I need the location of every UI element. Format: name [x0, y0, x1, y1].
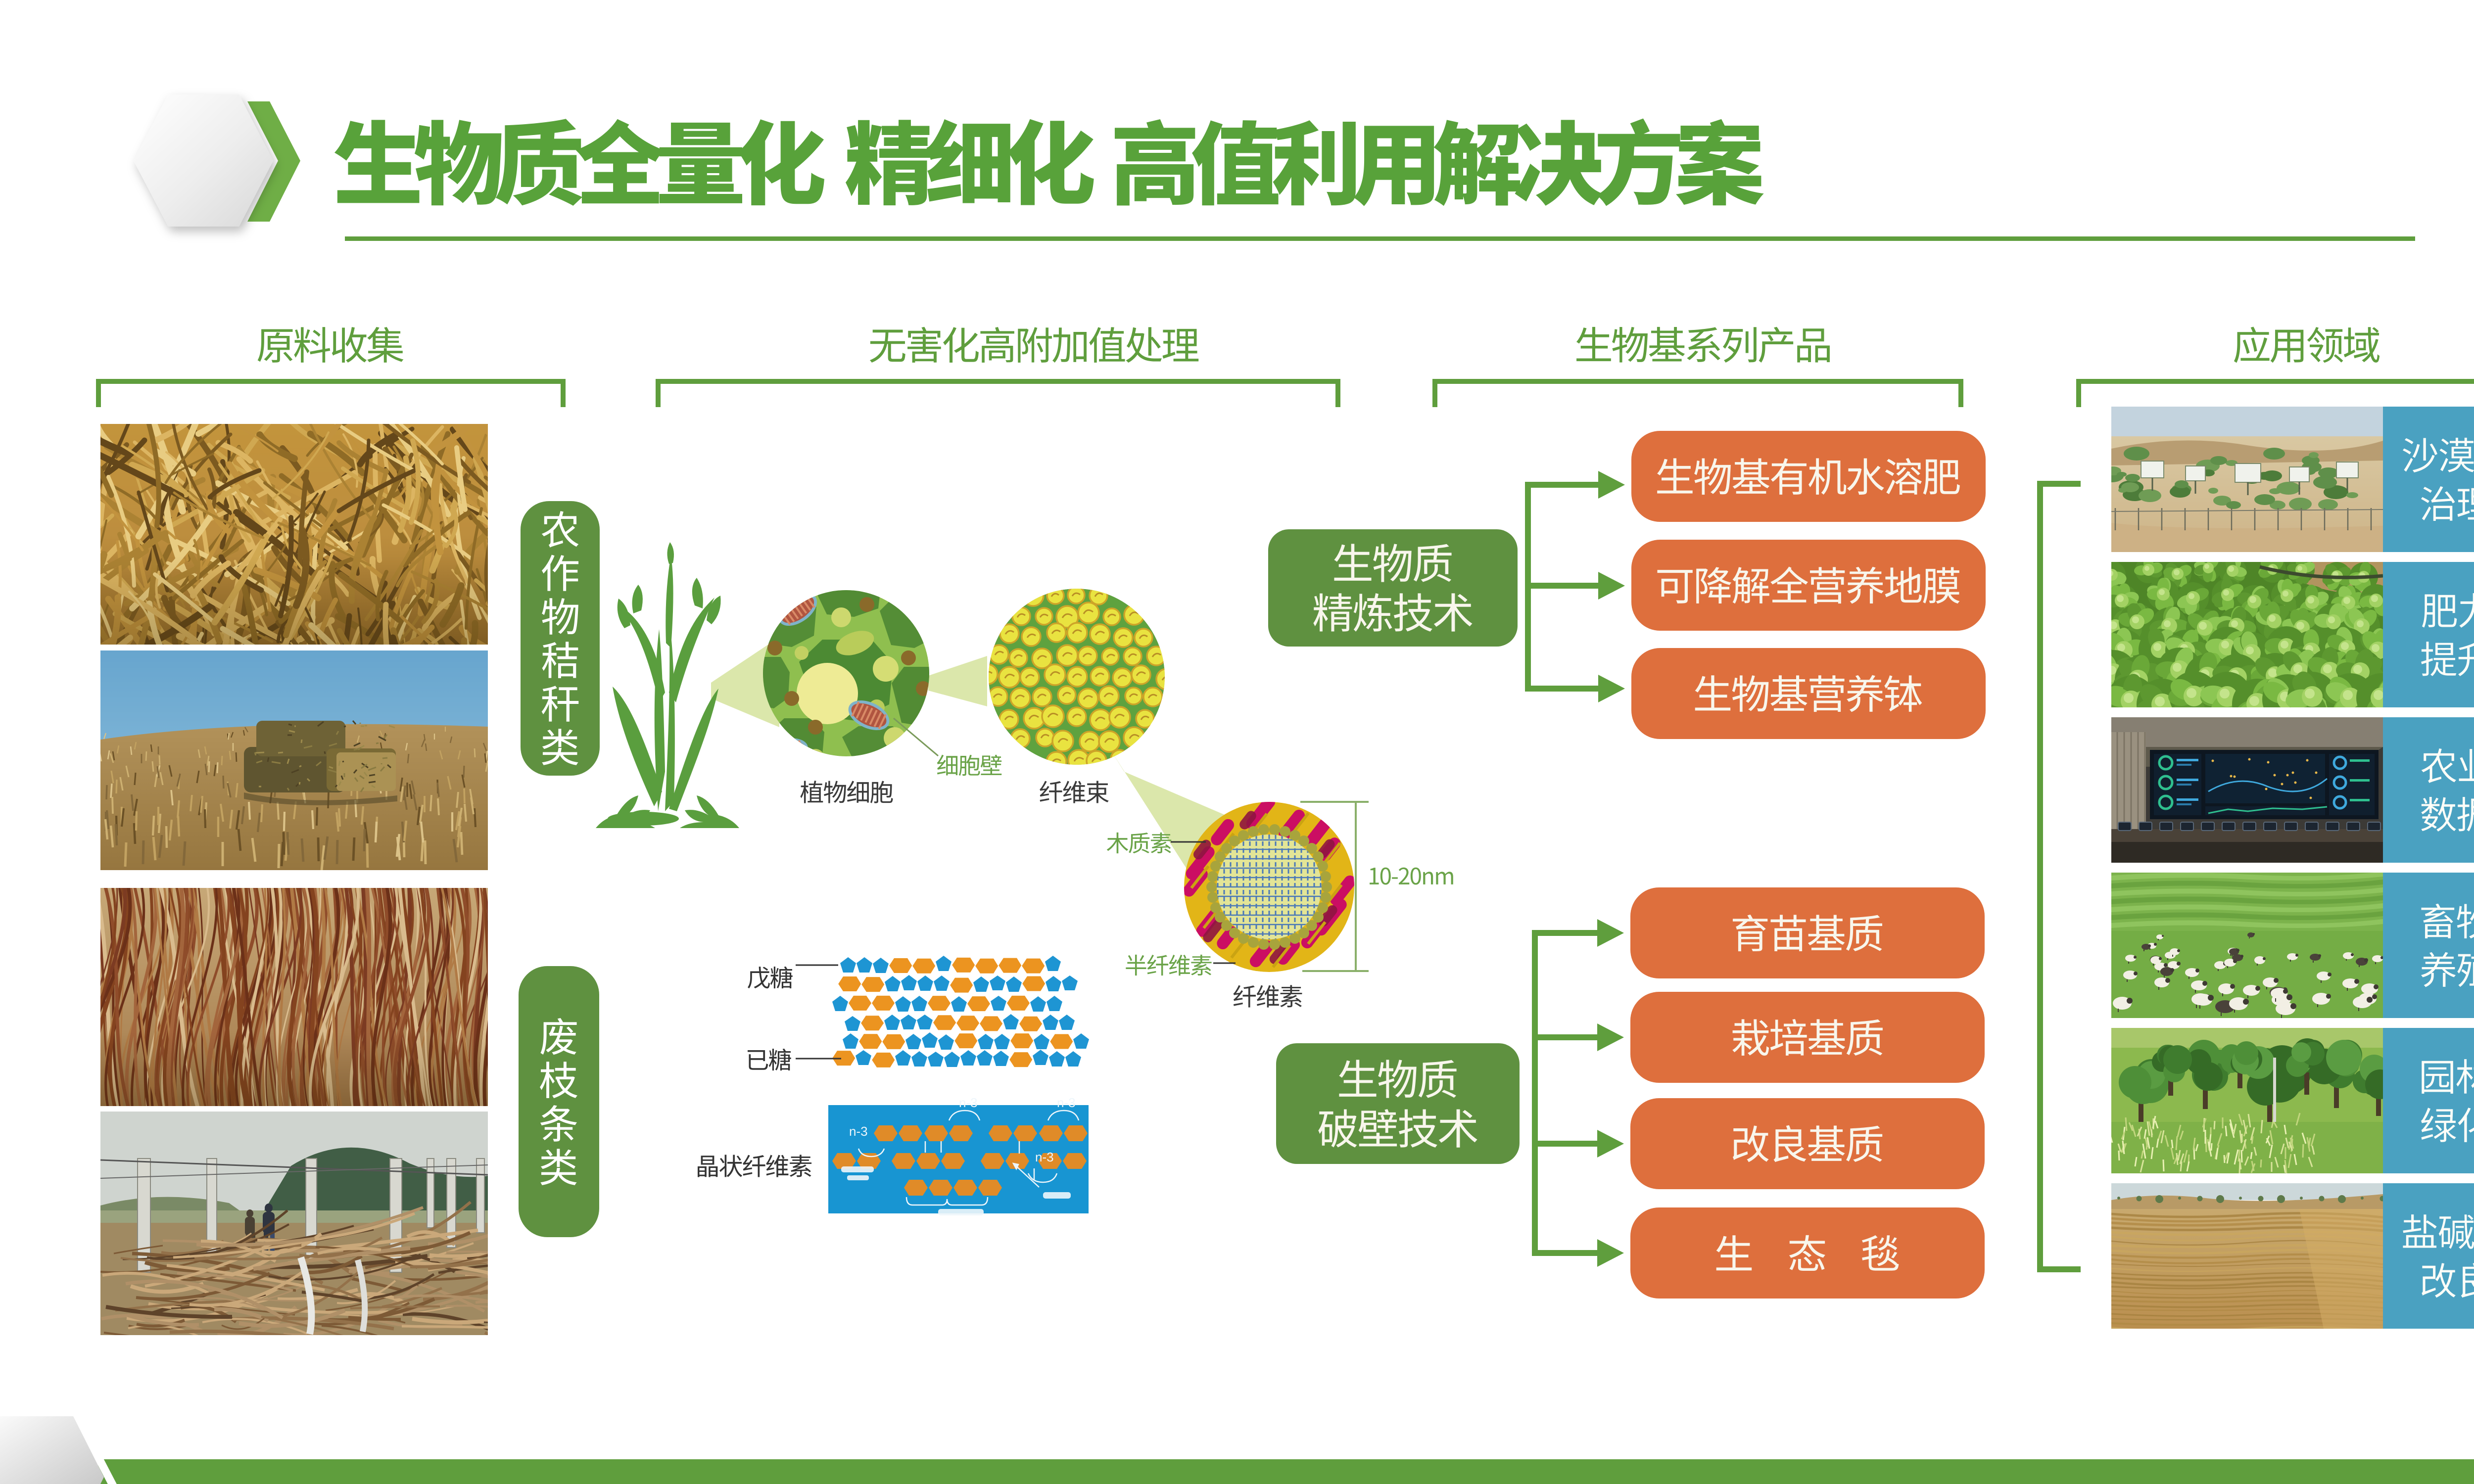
svg-text:n-3: n-3 [849, 1124, 868, 1139]
svg-text:n-3: n-3 [959, 1095, 978, 1110]
svg-text:n-3: n-3 [1057, 1095, 1076, 1110]
svg-text:n-3: n-3 [1035, 1150, 1054, 1164]
